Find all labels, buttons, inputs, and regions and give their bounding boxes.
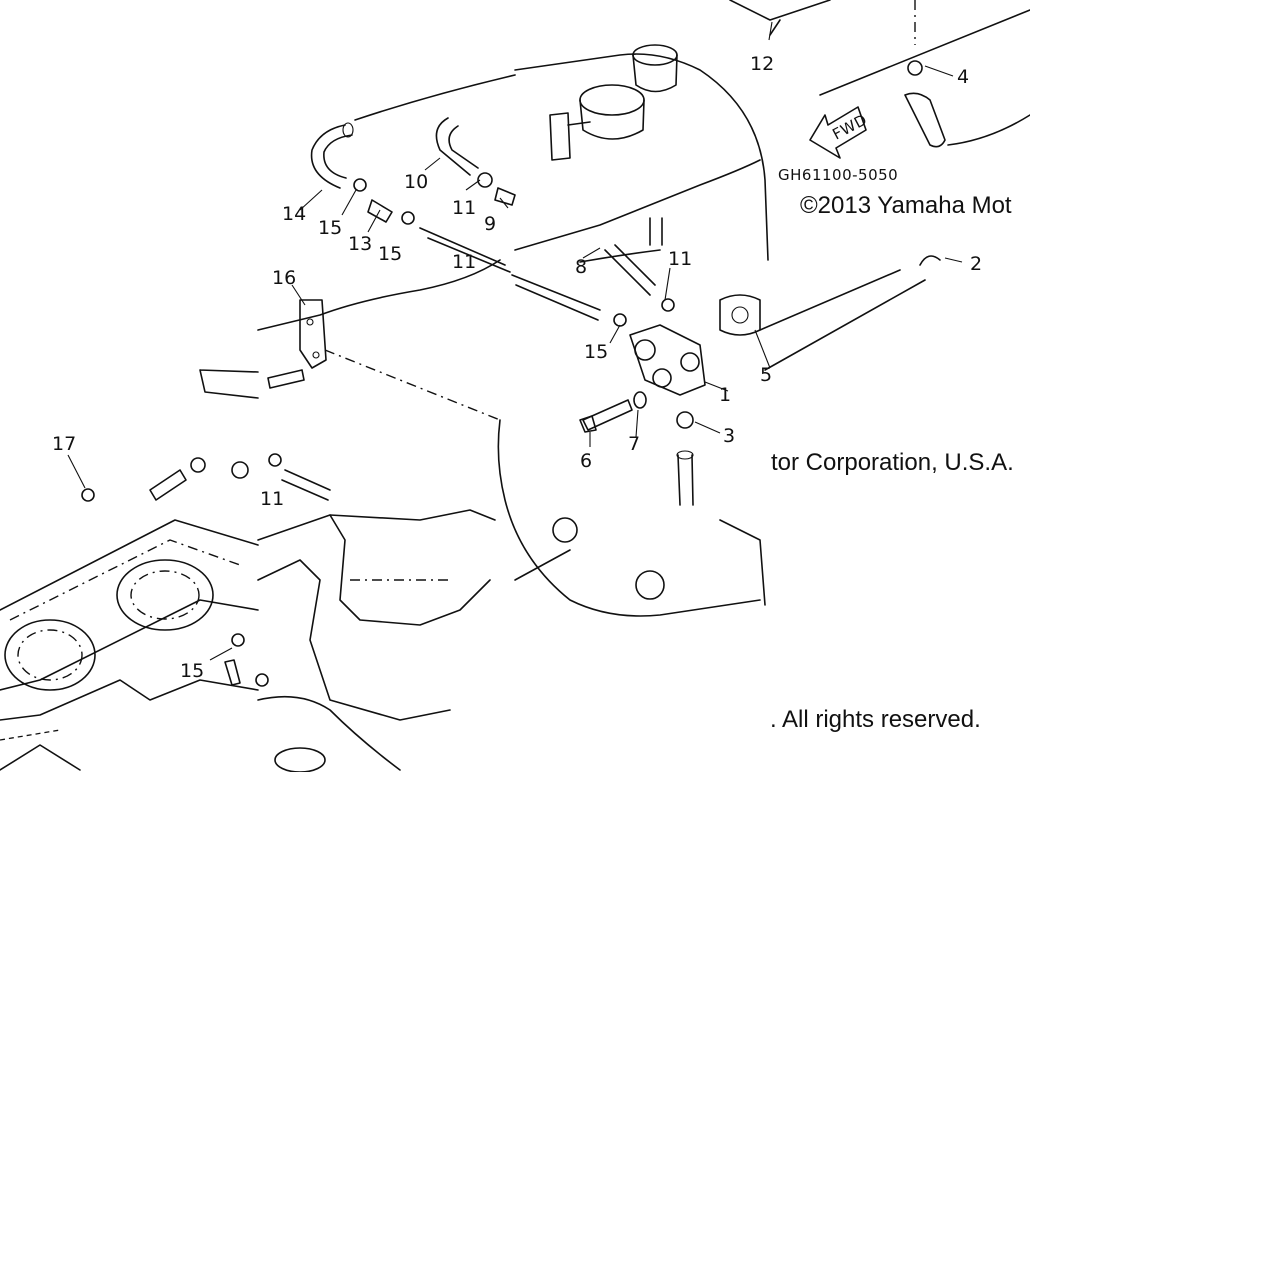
copyright-line-3: . All rights reserved. [770,706,981,733]
callout-11-upper: 11 [452,197,476,219]
fwd-label: FWD [829,110,870,143]
callout-12: 12 [750,53,774,75]
oil-pump [579,294,761,433]
hoses-upper [310,74,656,321]
callout-7: 7 [628,433,640,455]
copyright-line-2: tor Corporation, U.S.A. [771,449,1014,476]
upper-cover [729,0,1031,146]
copyright-line-1: ©2013 Yamaha Mot [800,192,1012,219]
callout-14: 14 [282,203,306,225]
bracket [267,299,327,389]
callout-4: 4 [957,66,969,88]
callout-13: 13 [348,233,372,255]
callout-16: 16 [272,267,296,289]
part-reference-code: GH61100-5050 [778,166,898,184]
callout-11-pump: 11 [668,248,692,270]
engine-body [199,259,926,617]
fwd-arrow: FWD [809,106,870,159]
callout-8: 8 [575,256,587,278]
callouts: 1 2 3 4 5 6 7 8 9 10 11 11 11 11 12 13 1… [52,53,982,682]
lower-housing [255,509,496,773]
callout-15-pump: 15 [584,341,608,363]
leader-lines [67,21,963,661]
fittings [81,60,946,686]
callout-2: 2 [970,253,982,275]
callout-1: 1 [719,384,731,406]
callout-11-middle: 11 [452,251,476,273]
cylinder-block [0,519,259,771]
callout-17: 17 [52,433,76,455]
callout-15-lower: 15 [180,660,204,682]
callout-11-left: 11 [260,488,284,510]
callout-15-upper: 15 [318,217,342,239]
callout-6: 6 [580,450,592,472]
callout-9: 9 [484,213,496,235]
callout-15-middle: 15 [378,243,402,265]
callout-3: 3 [723,425,735,447]
callout-10: 10 [404,171,428,193]
blank-margin-bottom [0,772,1285,1285]
callout-5: 5 [760,364,772,386]
oil-tank [514,44,769,263]
